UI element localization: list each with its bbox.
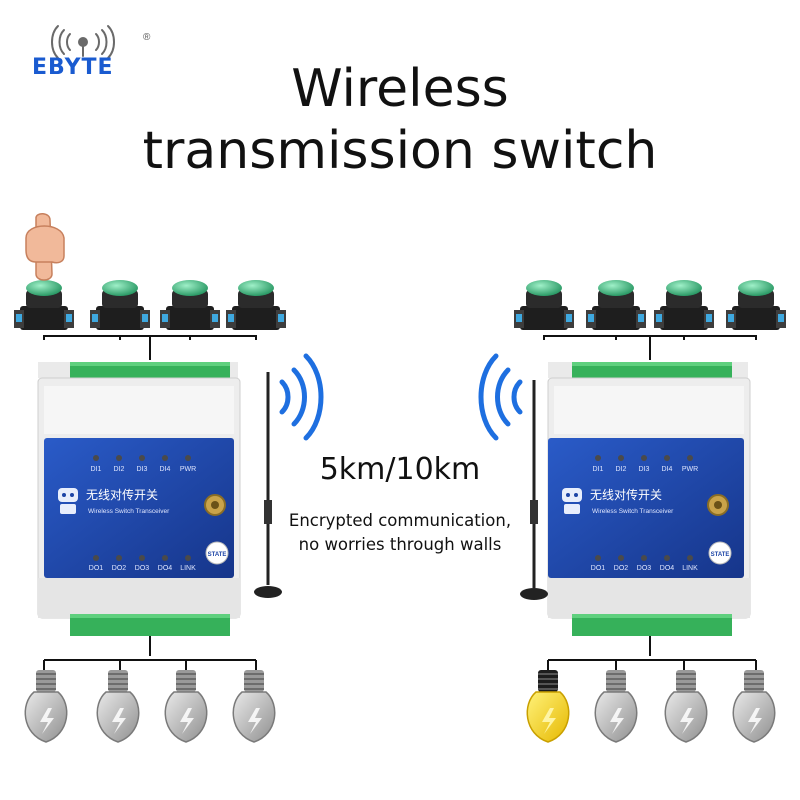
title-line-1: Wireless xyxy=(291,59,509,119)
range-text: 5km/10km xyxy=(319,452,481,487)
description-line-2: no worries through walls xyxy=(298,535,502,554)
output-label: DO3 xyxy=(637,565,652,572)
left-device-panel xyxy=(44,438,234,578)
right-bulb-3 xyxy=(664,669,708,743)
right-bottom-terminal xyxy=(572,614,732,636)
right-antenna-icon xyxy=(520,380,548,600)
left-output-labels: DO1 DO2 DO3 DO4 LINK xyxy=(89,565,196,572)
right-push-button-4[interactable] xyxy=(726,280,786,330)
left-bulb-3 xyxy=(164,669,208,743)
left-bulb-2 xyxy=(96,669,140,743)
device-label-cn: 无线对传开关 xyxy=(86,487,158,502)
output-label: DO4 xyxy=(660,565,675,572)
left-wireless-signal-icon xyxy=(279,353,324,441)
left-push-button-1[interactable] xyxy=(14,280,74,330)
input-label: DI4 xyxy=(662,466,673,473)
right-wireless-signal-icon xyxy=(478,353,523,441)
output-label: DO1 xyxy=(591,565,606,572)
output-label: LINK xyxy=(180,565,196,572)
right-input-labels: DI1 DI2 DI3 DI4 PWR xyxy=(593,466,699,473)
state-button[interactable]: STATE xyxy=(205,541,229,565)
output-label: DO4 xyxy=(158,565,173,572)
input-label: DI4 xyxy=(160,466,171,473)
registered-mark: ® xyxy=(143,32,151,43)
description-line-1: Encrypted communication, xyxy=(288,511,512,530)
robot-icon xyxy=(562,488,582,514)
output-label: DO1 xyxy=(89,565,104,572)
left-bulb-1 xyxy=(24,669,68,743)
right-bulb-1-lit xyxy=(526,669,570,743)
antenna-connector-icon xyxy=(204,494,226,516)
right-push-button-1[interactable] xyxy=(514,280,574,330)
brand-name: EBYTE xyxy=(32,55,114,80)
signal-logo-icon xyxy=(51,25,115,59)
input-label: PWR xyxy=(682,466,698,473)
right-push-buttons xyxy=(514,280,786,330)
input-label: DI1 xyxy=(91,466,102,473)
svg-text:STATE: STATE xyxy=(711,552,730,558)
left-antenna-icon xyxy=(254,372,282,598)
right-push-button-2[interactable] xyxy=(586,280,646,330)
left-push-buttons xyxy=(14,280,286,330)
svg-text:STATE: STATE xyxy=(208,552,227,558)
left-push-button-4[interactable] xyxy=(226,280,286,330)
left-bulb-4 xyxy=(232,669,276,743)
right-push-button-3[interactable] xyxy=(654,280,714,330)
device-label-cn: 无线对传开关 xyxy=(590,487,662,502)
output-label: DO2 xyxy=(112,565,127,572)
brand-logo: ® xyxy=(28,18,158,88)
device-label-en: Wireless Switch Transceiver xyxy=(592,508,674,515)
left-push-button-2[interactable] xyxy=(90,280,150,330)
title-line-2: transmission switch xyxy=(142,121,658,181)
right-unit: DI1 DI2 DI3 DI4 PWR DO1 DO2 DO3 DO4 LINK… xyxy=(478,280,786,743)
right-bulb-2 xyxy=(594,669,638,743)
left-push-button-3[interactable] xyxy=(160,280,220,330)
input-label: DI1 xyxy=(593,466,604,473)
output-label: DO3 xyxy=(135,565,150,572)
left-unit: DI1 DI2 DI3 DI4 PWR DO1 DO2 DO3 DO4 LINK… xyxy=(14,213,324,743)
device-label-en: Wireless Switch Transceiver xyxy=(88,508,170,515)
input-label: DI3 xyxy=(137,466,148,473)
input-label: DI2 xyxy=(616,466,627,473)
right-device-panel xyxy=(548,438,744,578)
input-label: DI2 xyxy=(114,466,125,473)
state-button[interactable]: STATE xyxy=(708,541,732,565)
pressing-finger-icon xyxy=(25,213,65,281)
description: Encrypted communication, no worries thro… xyxy=(270,509,530,557)
output-label: DO2 xyxy=(614,565,629,572)
robot-icon xyxy=(58,488,78,514)
input-label: PWR xyxy=(180,466,196,473)
page-title: Wireless transmission switch xyxy=(0,58,800,182)
right-bulb-4 xyxy=(732,669,776,743)
left-bottom-terminal xyxy=(70,614,230,636)
input-label: DI3 xyxy=(639,466,650,473)
antenna-connector-icon xyxy=(707,494,729,516)
output-label: LINK xyxy=(682,565,698,572)
right-output-labels: DO1 DO2 DO3 DO4 LINK xyxy=(591,565,698,572)
left-input-labels: DI1 DI2 DI3 DI4 PWR xyxy=(91,466,197,473)
